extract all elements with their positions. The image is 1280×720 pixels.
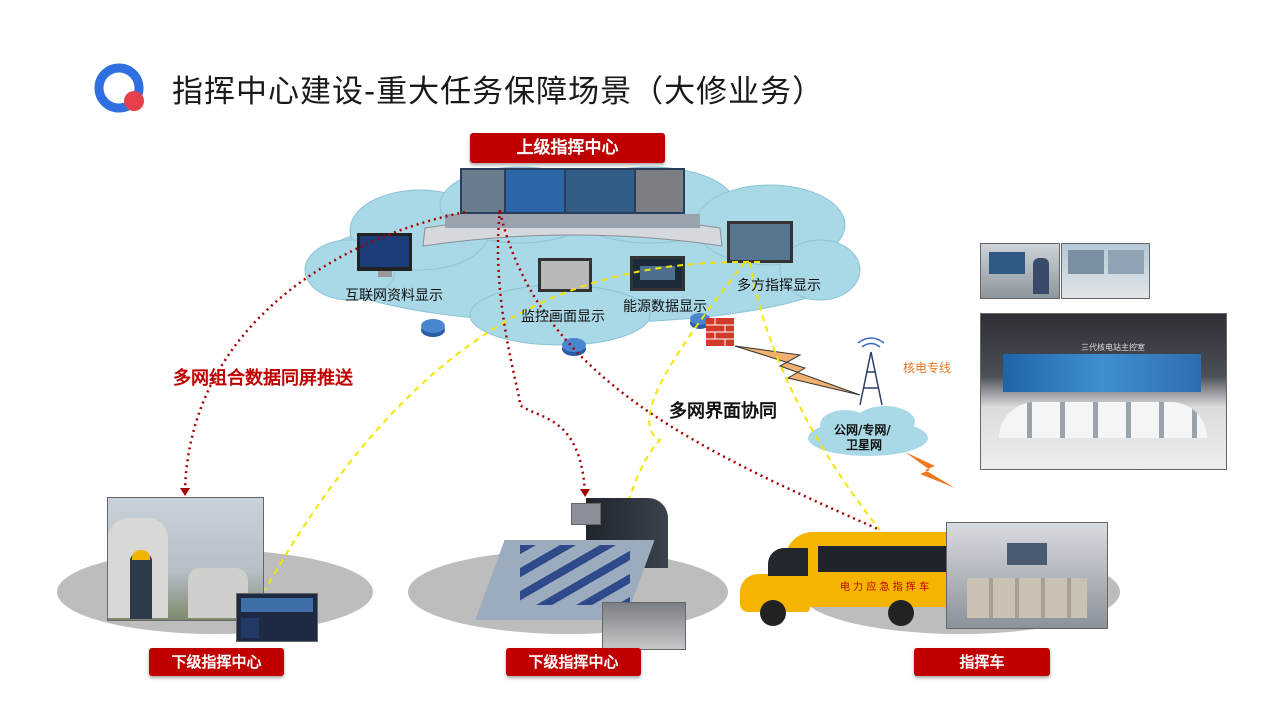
bottom-middle-label: 下级指挥中心 bbox=[506, 648, 641, 676]
firewall-icon bbox=[706, 318, 734, 346]
network-cloud bbox=[808, 406, 928, 456]
energy-display-label: 能源数据显示 bbox=[623, 299, 707, 315]
collab-annotation: 多网界面协同 bbox=[669, 401, 777, 422]
multi-display-label: 多方指挥显示 bbox=[737, 278, 821, 294]
monitor-icon bbox=[357, 233, 412, 277]
page-title: 指挥中心建设-重大任务保障场景（大修业务） bbox=[172, 74, 825, 110]
bottom-right-label: 指挥车 bbox=[914, 648, 1050, 676]
internet-display-label: 互联网资料显示 bbox=[345, 288, 443, 304]
control-room-photo-middle bbox=[602, 602, 686, 650]
control-room-photo-left bbox=[236, 593, 318, 642]
vehicle-text: 电 力 应 急 指 挥 车 bbox=[840, 582, 930, 593]
command-vehicle: 电 力 应 急 指 挥 车 bbox=[740, 532, 970, 627]
antenna-tower-icon bbox=[857, 337, 885, 406]
network-label-line2: 卫星网 bbox=[846, 438, 883, 452]
logo-icon bbox=[94, 63, 144, 113]
network-label-line1: 公网/专网/ bbox=[834, 423, 891, 437]
push-annotation: 多网组合数据同屏推送 bbox=[173, 368, 353, 389]
operator-photo-2 bbox=[1061, 243, 1150, 299]
monitor-icon bbox=[727, 221, 793, 263]
vehicle-interior-photo bbox=[946, 522, 1108, 629]
operator-photo-1 bbox=[980, 243, 1060, 299]
bottom-left-label: 下级指挥中心 bbox=[149, 648, 284, 676]
main-control-room-photo: 三代核电站主控室 bbox=[980, 313, 1227, 470]
monitor-icon bbox=[538, 258, 592, 292]
top-center-label: 上级指挥中心 bbox=[470, 133, 665, 163]
command-room-seats bbox=[520, 545, 630, 605]
nuclear-line-label: 核电专线 bbox=[903, 361, 952, 375]
monitor-display-label: 监控画面显示 bbox=[521, 309, 605, 325]
lightning-icon bbox=[734, 345, 861, 396]
wall-photo-small bbox=[571, 503, 601, 525]
monitor-icon bbox=[630, 256, 685, 291]
router-icon bbox=[421, 319, 445, 337]
control-room-desk bbox=[422, 168, 723, 247]
photo-caption: 三代核电站主控室 bbox=[1081, 343, 1145, 352]
lightning-icon bbox=[905, 452, 955, 488]
